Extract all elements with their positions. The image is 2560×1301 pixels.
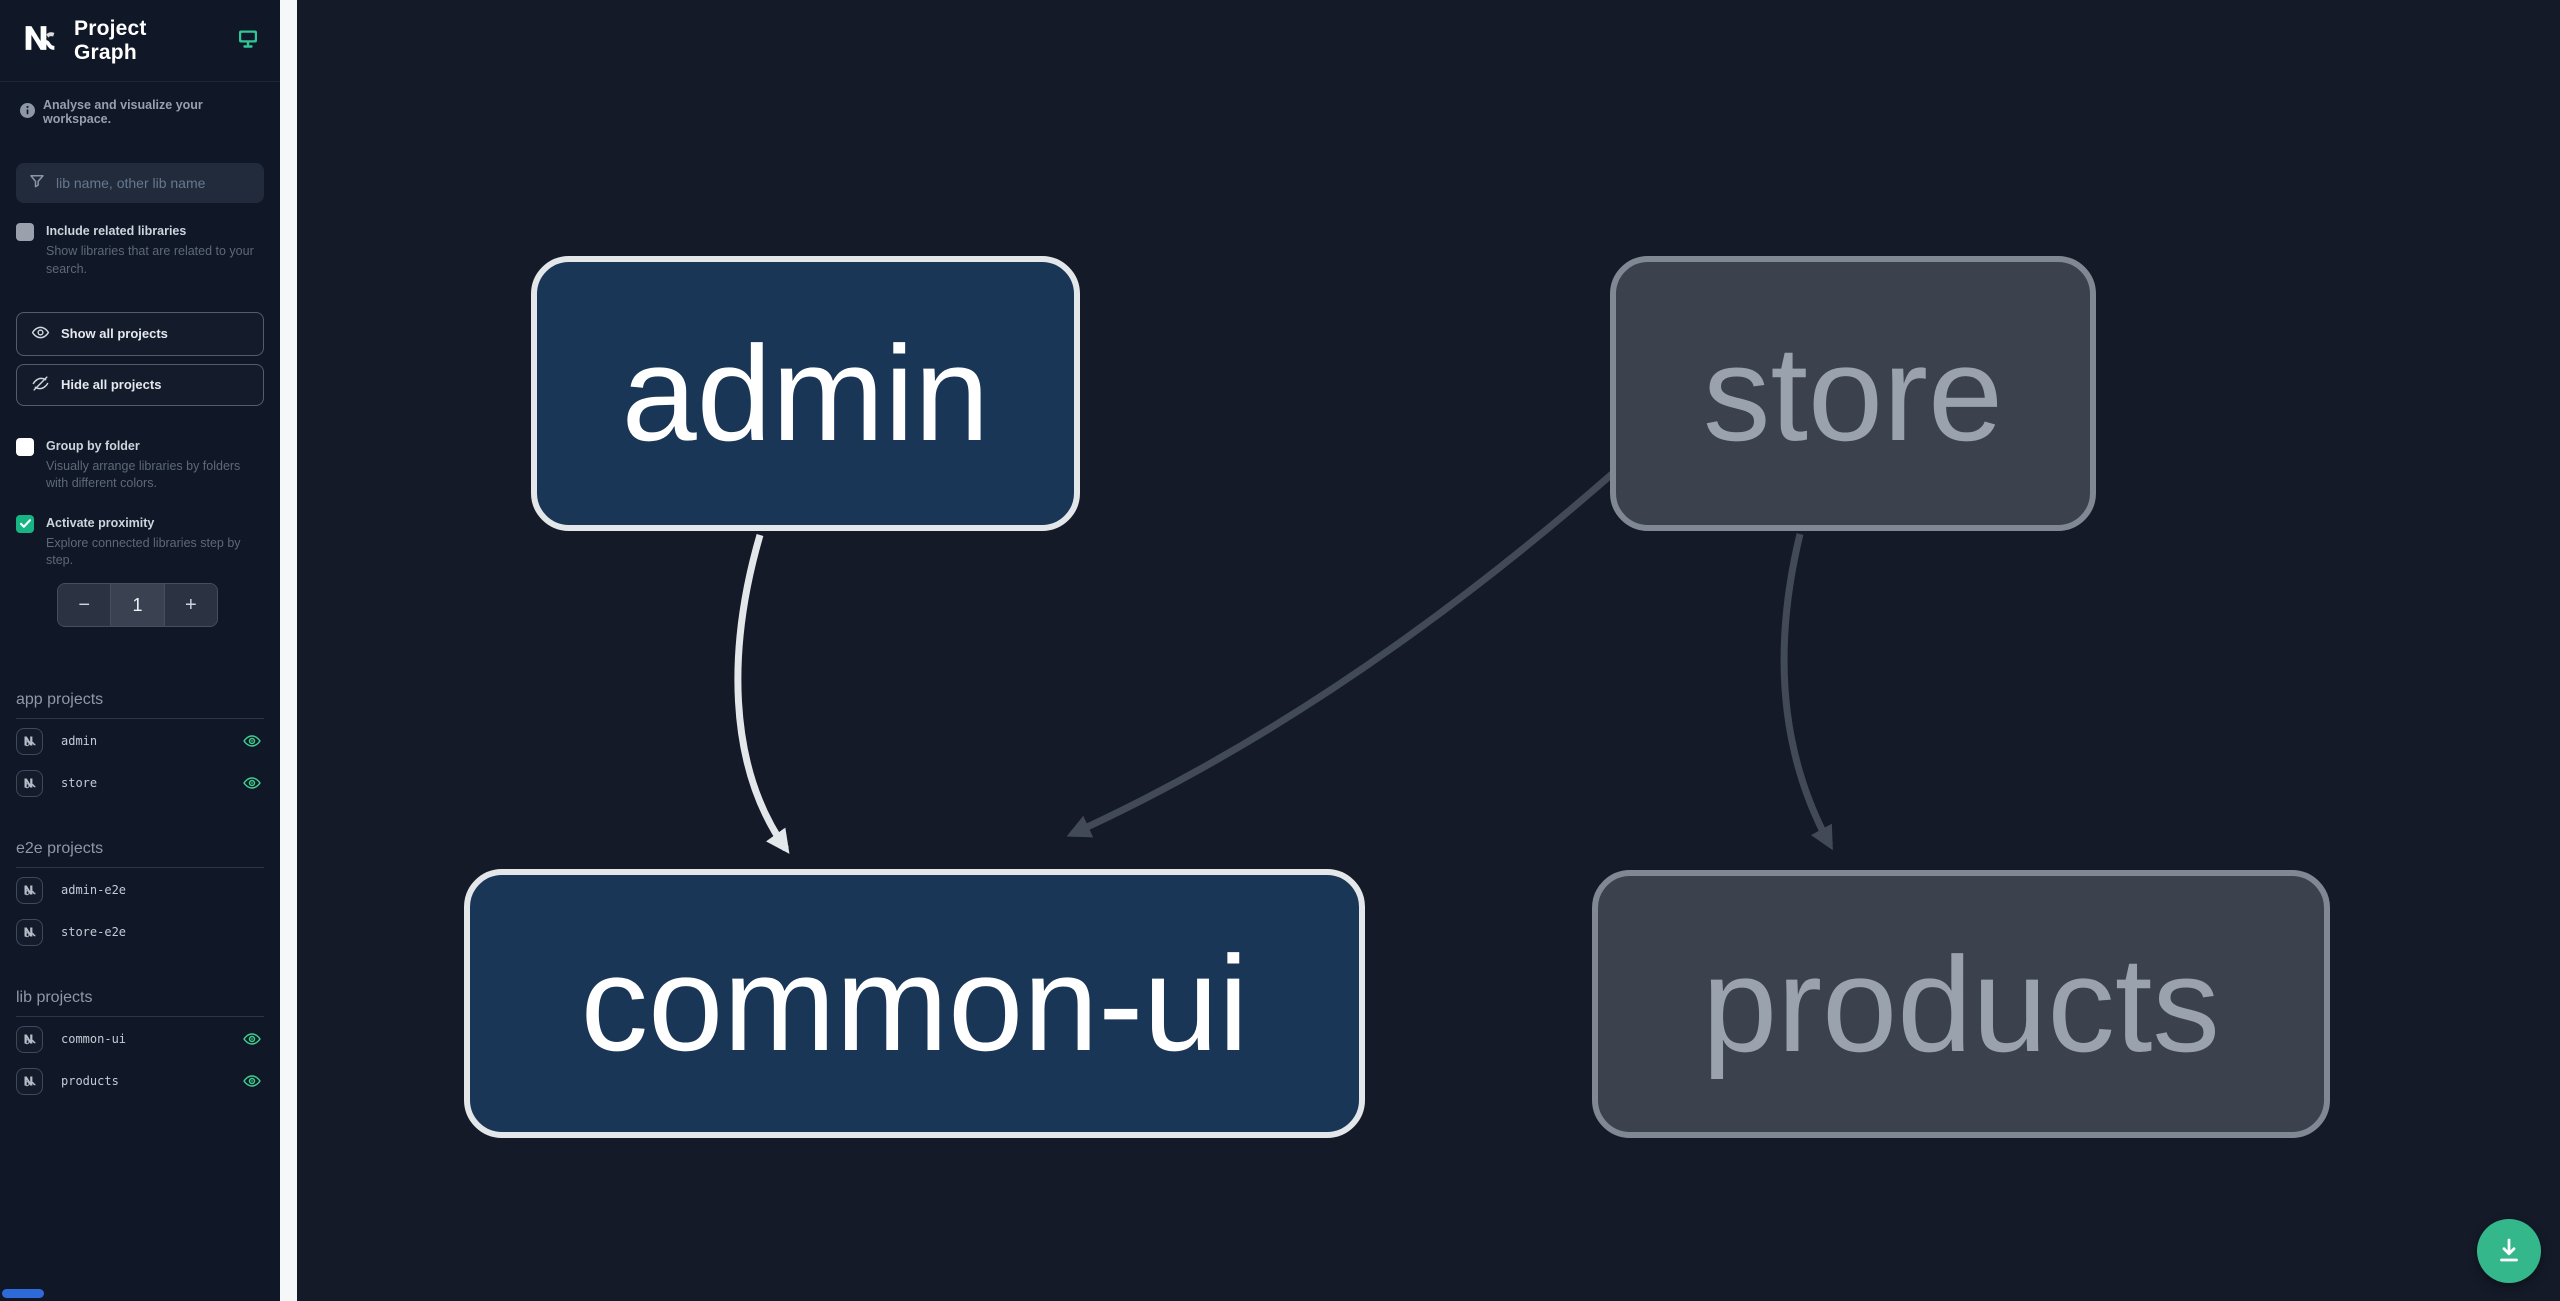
app-title: Project Graph [74,16,147,64]
sidebar-header: Project Graph [0,0,280,82]
graph-node-store[interactable]: store [1610,256,2096,531]
project-sections: app projects admin store e2e projects ad… [0,691,280,1101]
project-visibility-eye-button[interactable] [240,729,264,753]
project-section-lib: lib projects common-ui products [16,989,264,1101]
project-nx-icon [16,1067,43,1095]
project-nx-icon [16,727,43,755]
proximity-decrement-button[interactable]: − [58,584,111,627]
eye-off-icon [31,374,50,396]
proximity-value: 1 [110,584,165,627]
activate-proximity-desc: Explore connected libraries step by step… [46,535,241,567]
project-row-store-e2e[interactable]: store-e2e [16,912,264,952]
project-nx-icon [16,1025,43,1053]
project-nx-icon [16,876,43,904]
hide-all-projects-button[interactable]: Hide all projects [16,363,264,406]
project-row-admin-e2e[interactable]: admin-e2e [16,870,264,910]
graph-edge-store-to-products[interactable] [1780,533,1834,851]
section-title: e2e projects [16,840,264,869]
section-title: lib projects [16,989,264,1018]
include-related-label: Include related libraries [46,224,187,238]
project-name: common-ui [61,1032,127,1047]
search-box [16,163,264,203]
proximity-stepper: − 1 + [57,583,218,628]
show-all-projects-button[interactable]: Show all projects [16,311,264,356]
project-visibility-eye-button[interactable] [240,1027,264,1051]
checkmark-icon [19,519,31,528]
project-section-e2e: e2e projects admin-e2e store-e2e [16,840,264,952]
project-row-common-ui[interactable]: common-ui [16,1019,264,1059]
group-by-folder-checkbox[interactable] [16,437,34,456]
project-visibility-eye-button[interactable] [240,1069,264,1093]
project-name: store-e2e [61,925,127,940]
sidebar-horizontal-scrollbar-thumb[interactable] [2,1289,44,1298]
project-row-products[interactable]: products [16,1061,264,1101]
show-all-projects-label: Show all projects [61,326,168,342]
sidebar-resize-handle[interactable] [280,0,297,1301]
graph-edge-store-to-common-ui[interactable] [1066,471,1615,838]
activate-proximity-label: Activate proximity [46,515,155,530]
project-nx-icon [16,769,43,797]
graph-node-common-ui[interactable]: common-ui [464,869,1365,1138]
group-by-folder-row: Group by folder Visually arrange librari… [16,437,264,493]
workspace-info-text: Analyse and visualize your workspace. [43,98,203,126]
project-visibility-eye-button[interactable] [240,771,264,795]
download-icon [2494,1235,2524,1268]
workspace-info: Analyse and visualize your workspace. [20,98,260,126]
nx-logo [20,18,60,63]
project-name: admin-e2e [61,883,127,898]
download-image-button[interactable] [2477,1219,2541,1283]
graph-node-products[interactable]: products [1592,870,2330,1138]
project-nx-icon [16,918,43,946]
proximity-increment-button[interactable]: + [164,584,217,627]
include-related-checkbox[interactable] [16,223,34,241]
sidebar: Project Graph Analyse and visualize your… [0,0,280,1301]
project-row-admin[interactable]: admin [16,721,264,761]
activate-proximity-checkbox[interactable] [16,514,34,533]
group-by-folder-desc: Visually arrange libraries by folders wi… [46,459,241,491]
info-icon [20,103,35,121]
monitor-icon [236,26,260,55]
project-section-app: app projects admin store [16,691,264,803]
activate-proximity-row: Activate proximity Explore connected lib… [16,514,264,570]
include-related-row: Include related libraries Show libraries… [16,223,264,278]
filter-funnel-icon [28,172,46,195]
include-related-desc: Show libraries that are related to your … [46,244,254,276]
project-row-store[interactable]: store [16,763,264,803]
project-name: admin [61,734,98,749]
eye-icon [31,323,50,345]
group-by-folder-label: Group by folder [46,438,140,453]
section-title: app projects [16,691,264,720]
graph-node-admin[interactable]: admin [531,256,1080,531]
project-name: products [61,1074,119,1089]
search-input[interactable] [56,175,252,191]
project-name: store [61,776,98,791]
hide-all-projects-label: Hide all projects [61,377,162,393]
graph-edge-admin-to-common-ui[interactable] [734,534,790,854]
